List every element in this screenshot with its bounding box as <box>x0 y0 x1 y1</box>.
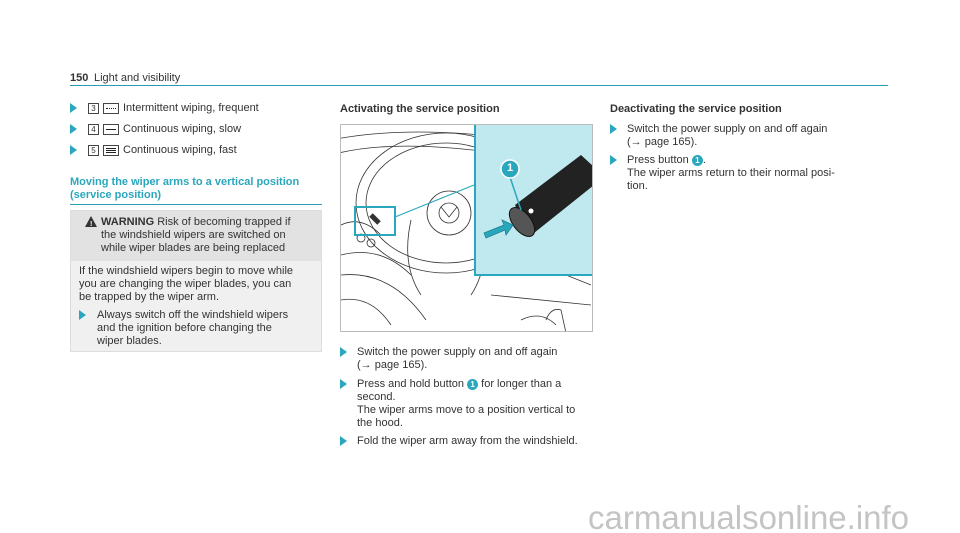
warning-word: WARNING <box>101 216 155 228</box>
wiper-setting-label: Continuous wiping, fast <box>123 144 237 156</box>
switch-position-key: 4 <box>88 124 99 135</box>
deactivating-step-1: Switch the power supply on and off again… <box>627 123 828 148</box>
activating-step-2: Press and hold button 1 for longer than … <box>357 378 576 429</box>
bullet-icon <box>70 103 77 113</box>
triple-line-icon <box>103 145 119 156</box>
bullet-icon <box>340 347 347 357</box>
press-arrow-icon <box>483 219 514 239</box>
wiper-setting-5: 5 Continuous wiping, fast <box>88 144 237 157</box>
moving-section-title: Moving the wiper arms to a vertical posi… <box>70 176 300 201</box>
wiper-setting-4: 4 Continuous wiping, slow <box>88 123 241 136</box>
activating-title: Activating the service position <box>340 103 500 115</box>
steering-wheel-illustration <box>341 125 592 331</box>
callout-1-icon: 1 <box>467 378 479 390</box>
watermark: carmanualsonline.info <box>588 499 910 533</box>
header-rule <box>70 85 888 86</box>
warning-triangle-icon <box>85 216 97 227</box>
bullet-icon <box>70 124 77 134</box>
warning-box: ! WARNING Risk of becoming trapped if th… <box>70 210 322 352</box>
bullet-icon <box>610 124 617 134</box>
bullet-icon <box>340 379 347 389</box>
switch-position-key: 5 <box>88 145 99 156</box>
switch-position-key: 3 <box>88 103 99 114</box>
page-number: 150 <box>70 72 89 84</box>
warning-header: ! WARNING Risk of becoming trapped if th… <box>71 211 321 261</box>
bullet-icon <box>79 310 86 320</box>
activating-step-1: Switch the power supply on and off again… <box>357 346 558 371</box>
activating-step-3: Fold the wiper arm away from the windshi… <box>357 435 578 447</box>
deactivating-step-2: Press button 1. The wiper arms return to… <box>627 154 835 192</box>
dotted-line-icon <box>103 103 119 114</box>
single-line-icon <box>103 124 119 135</box>
steering-wheel-figure: 1 <box>340 124 593 332</box>
warning-body: If the windshield wipers begin to move w… <box>79 265 294 303</box>
section-rule <box>70 204 322 205</box>
bullet-icon <box>340 436 347 446</box>
wiper-setting-label: Continuous wiping, slow <box>123 123 242 135</box>
bullet-icon <box>610 155 617 165</box>
stalk-highlight-box <box>354 206 396 236</box>
wiper-setting-label: Intermittent wiping, frequent <box>123 102 259 114</box>
callout-1-icon <box>500 159 520 179</box>
bullet-icon <box>70 145 77 155</box>
callout-1-label: 1 <box>506 162 514 174</box>
section-title: Light and visibility <box>94 72 181 84</box>
warning-text: WARNING Risk of becoming trapped if the … <box>101 216 291 254</box>
callout-1-icon: 1 <box>691 154 703 166</box>
warning-step: Always switch off the windshield wipers … <box>97 309 289 347</box>
deactivating-title: Deactivating the service position <box>610 103 782 115</box>
wiper-setting-3: 3 Intermittent wiping, frequent <box>88 102 259 115</box>
